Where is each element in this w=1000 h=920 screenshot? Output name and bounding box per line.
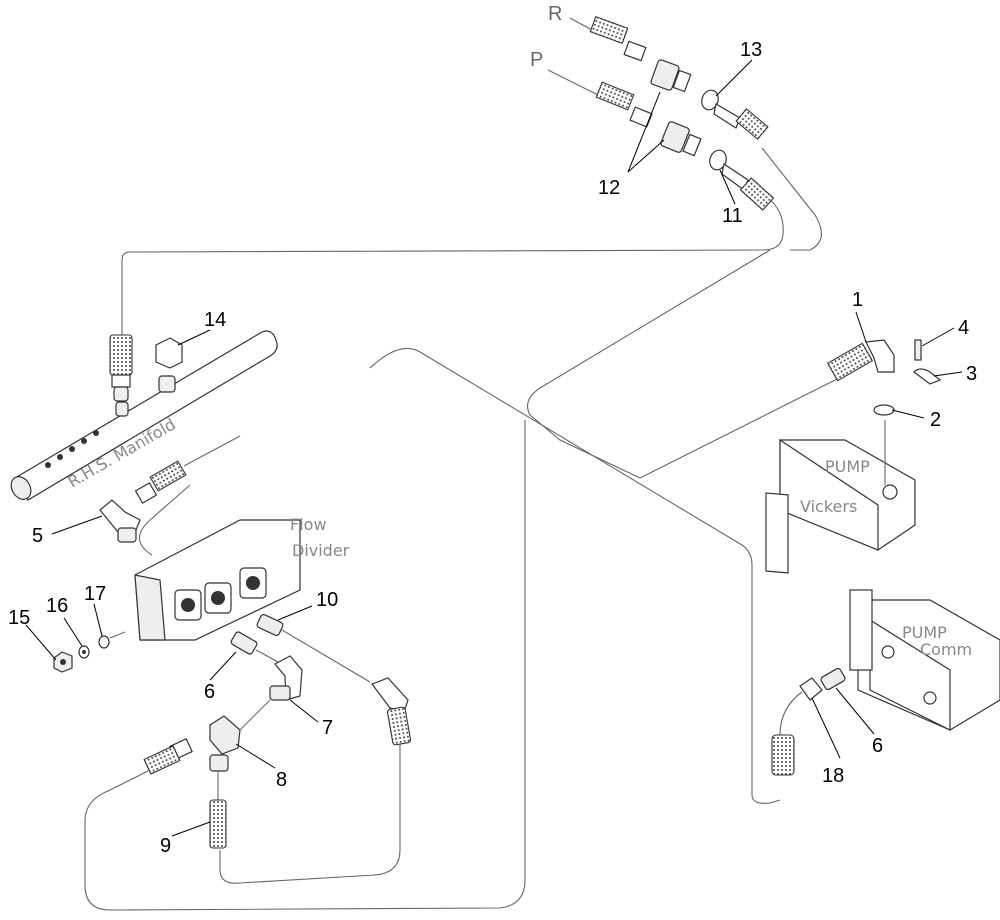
leader-lines	[25, 59, 963, 837]
callout-18: 18	[822, 765, 844, 787]
pump-comm: PUMP Comm	[771, 589, 1000, 776]
lower-fittings	[143, 613, 412, 849]
pump-vickers-label-line2: Vickers	[800, 497, 857, 516]
rhs-manifold: R.H.S. Manifold	[10, 330, 278, 501]
small-hardware	[53, 631, 126, 673]
hose-bottom-loop	[219, 740, 401, 884]
callout-10: 10	[316, 589, 338, 611]
port-label-r: R	[548, 3, 562, 25]
callout-numbers: 1 2 3 4 5 6 7 8 9 10 11 12 13 14 15 16 1…	[8, 39, 977, 857]
pump-comm-label-line2: Comm	[920, 640, 972, 659]
callout-5: 5	[32, 525, 43, 547]
callout-17: 17	[84, 583, 106, 605]
hose-flow-divider-to-pump	[138, 484, 191, 556]
callout-14: 14	[204, 309, 226, 331]
hose-pump-return	[527, 249, 846, 479]
hose-lines	[84, 147, 846, 911]
callout-3: 3	[966, 363, 977, 385]
callout-15: 15	[8, 607, 30, 629]
callout-9: 9	[160, 835, 171, 857]
pump-vickers-label-line1: PUMP	[825, 457, 870, 476]
hose-fitting-10	[281, 629, 371, 683]
hose-center-vertical	[84, 420, 526, 911]
pump-vickers: PUMP Vickers	[765, 339, 942, 574]
callout-2: 2	[930, 409, 941, 431]
callout-7: 7	[322, 717, 333, 739]
callout-4: 4	[958, 317, 969, 339]
callout-13: 13	[740, 39, 762, 61]
callout-6: 6	[204, 681, 215, 703]
pump-comm-label-line1: PUMP	[902, 623, 947, 642]
flow-divider-label-line2: Divider	[292, 541, 350, 560]
callout-6-comm: 6	[872, 735, 883, 757]
callout-16: 16	[46, 595, 68, 617]
hose-long-cross	[369, 347, 781, 804]
callout-12: 12	[598, 177, 620, 199]
flow-divider-label-line1: Flow	[290, 515, 327, 534]
callout-1: 1	[852, 289, 863, 311]
callout-8: 8	[276, 769, 287, 791]
callout-11: 11	[722, 205, 743, 227]
hose-manifold-to-port-p	[121, 181, 784, 335]
port-assembly: R P	[530, 3, 775, 211]
port-label-p: P	[530, 49, 543, 71]
hose-port-r-return	[761, 147, 822, 251]
flow-divider: Flow Divider	[99, 435, 350, 641]
